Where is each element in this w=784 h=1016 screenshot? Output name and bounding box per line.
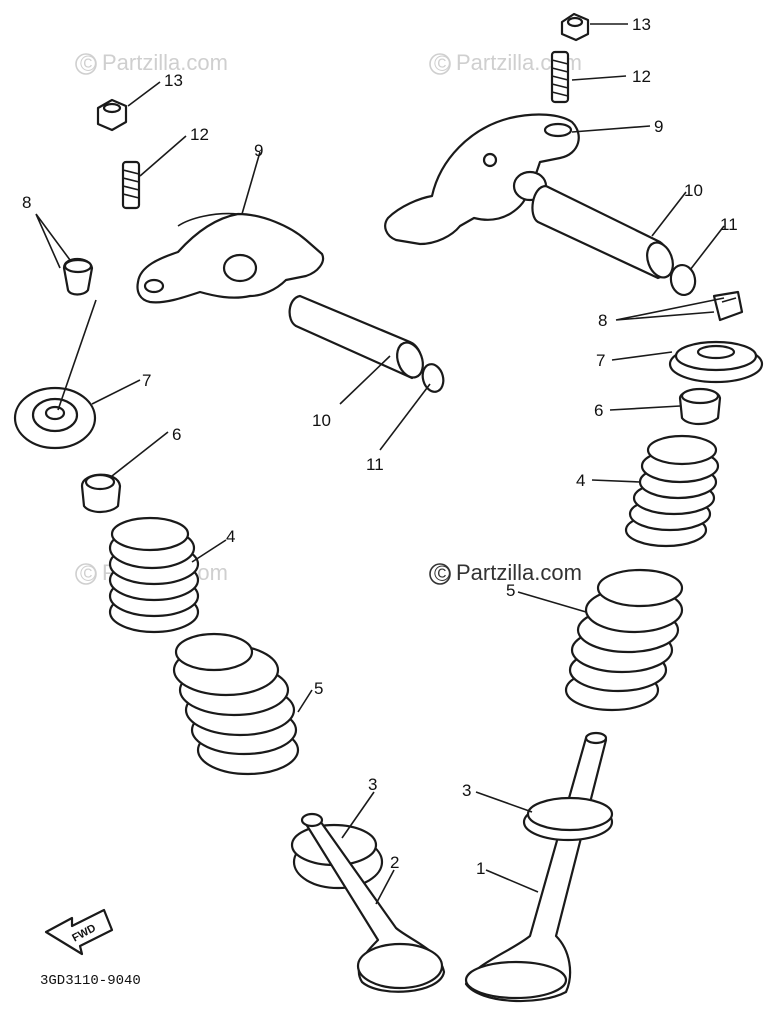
callout-6: 6 (594, 401, 603, 420)
exhaust-valve-left (300, 812, 446, 993)
valve-retainer-left (13, 386, 97, 450)
intake-valve-right (464, 731, 608, 1003)
callout-13: 13 (632, 15, 651, 34)
callout-5: 5 (506, 581, 515, 600)
callout-7: 7 (596, 351, 605, 370)
callout-12: 12 (190, 125, 209, 144)
callout-9: 9 (654, 117, 663, 136)
valve-retainer-right (668, 340, 764, 384)
valve-stem-seal-right (678, 387, 722, 426)
forward-direction-arrow: FWD (44, 908, 114, 956)
callout-6: 6 (172, 425, 181, 444)
adjusting-screw-right (550, 50, 570, 104)
watermark-brand: Partzilla.com (456, 560, 582, 585)
nut-right (560, 12, 590, 42)
watermark-mid-right: © Partzilla.com (429, 560, 582, 586)
drawing-code: 3GD3110-9040 (40, 973, 141, 989)
callout-9: 9 (254, 141, 263, 160)
callout-5: 5 (314, 679, 323, 698)
callout-10: 10 (312, 411, 331, 430)
watermark-brand: Partzilla.com (102, 50, 228, 75)
watermark-symbol: © (434, 51, 450, 76)
watermark-top-left: © Partzilla.com (75, 50, 228, 76)
rocker-shaft-right (531, 184, 674, 280)
callout-13: 13 (164, 71, 183, 90)
callout-4: 4 (226, 527, 235, 546)
spring-seat-right (522, 796, 614, 842)
watermark-symbol: © (80, 561, 96, 586)
callout-3: 3 (368, 775, 377, 794)
adjusting-screw-left (121, 160, 141, 210)
o-ring-right (669, 263, 697, 297)
callout-12: 12 (632, 67, 651, 86)
valve-cotter-left (62, 257, 94, 296)
callout-11: 11 (366, 455, 384, 474)
o-ring-left (421, 363, 445, 393)
callout-3: 3 (462, 781, 471, 800)
inner-valve-spring-right (624, 434, 720, 548)
valve-stem-seal-left (80, 473, 122, 514)
callout-2: 2 (390, 853, 399, 872)
callout-1: 1 (476, 859, 485, 878)
callout-8: 8 (22, 193, 31, 212)
callout-4: 4 (576, 471, 585, 490)
nut-left (96, 98, 128, 132)
outer-valve-spring-left (172, 632, 300, 776)
callout-10: 10 (684, 181, 703, 200)
outer-valve-spring-right (564, 568, 684, 712)
rocker-shaft-left (288, 294, 424, 380)
inner-valve-spring-left (108, 516, 200, 634)
callout-11: 11 (720, 215, 738, 234)
callout-8: 8 (598, 311, 607, 330)
rocker-arm-right (384, 113, 580, 246)
watermark-symbol: © (434, 561, 450, 586)
callout-7: 7 (142, 371, 151, 390)
rocker-arm-left (136, 212, 325, 304)
valve-cotter-right (712, 290, 744, 322)
leader-lines (35, 23, 725, 905)
watermark-symbol: © (80, 51, 96, 76)
